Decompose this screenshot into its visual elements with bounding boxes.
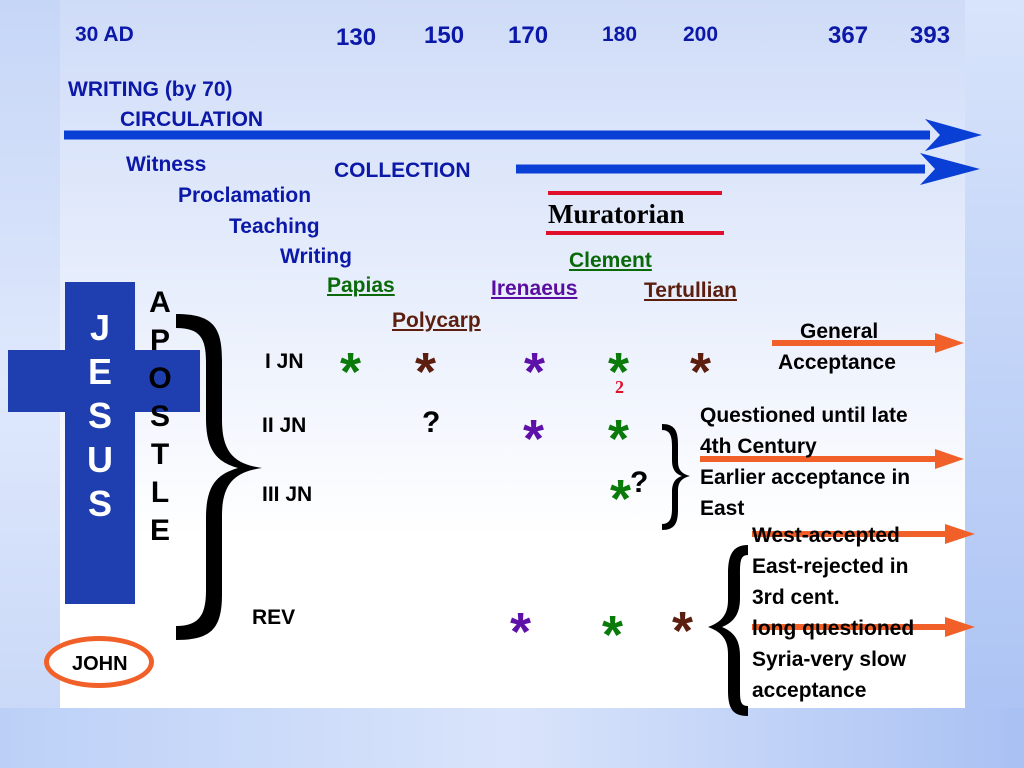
star-brown: * bbox=[415, 342, 437, 402]
star-green: * bbox=[610, 469, 632, 529]
year-367: 367 bbox=[828, 22, 869, 49]
john-label: JOHN bbox=[72, 653, 128, 675]
jesus-letter: E bbox=[87, 351, 112, 392]
apostle-letter: L bbox=[150, 476, 170, 509]
apostle-letter: O bbox=[148, 362, 172, 395]
apostle-letter: S bbox=[149, 400, 170, 433]
jesus-letter: J bbox=[89, 307, 111, 348]
proclamation-label: Proclamation bbox=[178, 184, 312, 207]
collection-arrow bbox=[516, 153, 980, 185]
papias-label: Papias bbox=[327, 274, 395, 297]
circulation-arrow bbox=[64, 119, 982, 151]
general-acceptance-note: General Acceptance bbox=[778, 316, 896, 378]
apostle-letter: P bbox=[149, 324, 170, 357]
note-line: acceptance bbox=[752, 679, 867, 702]
tertullian-label: Tertullian bbox=[644, 279, 737, 302]
star-brown: * bbox=[672, 601, 694, 661]
jesus-letter: U bbox=[87, 439, 113, 480]
note-line: 4th Century bbox=[700, 435, 817, 458]
note-line: Earlier acceptance in bbox=[700, 466, 911, 489]
jesus-vertical-text: J E S U S bbox=[65, 306, 135, 526]
year-200: 200 bbox=[683, 23, 719, 46]
apostle-letter: A bbox=[149, 286, 171, 319]
year-393: 393 bbox=[910, 22, 951, 49]
irenaeus-label: Irenaeus bbox=[491, 277, 578, 300]
book-iii-jn: III JN bbox=[262, 483, 313, 506]
footnote-two: 2 bbox=[615, 377, 624, 397]
jesus-letter: S bbox=[87, 483, 112, 524]
note-line: East-rejected in bbox=[752, 555, 909, 578]
star-purple: * bbox=[510, 602, 532, 662]
apostle-brace bbox=[176, 314, 262, 640]
star-green: * bbox=[602, 605, 624, 665]
note-line: 3rd cent. bbox=[752, 586, 840, 609]
book-i-jn: I JN bbox=[265, 350, 304, 373]
apostle-letter: E bbox=[149, 514, 170, 547]
note-line: Acceptance bbox=[778, 351, 896, 374]
year-170: 170 bbox=[508, 22, 549, 49]
witness-label: Witness bbox=[126, 153, 207, 176]
revelation-brace bbox=[708, 545, 748, 716]
question-mark: ? bbox=[630, 466, 649, 499]
writing-by-70-label: WRITING (by 70) bbox=[68, 78, 233, 101]
cross-vertical-bar bbox=[65, 282, 135, 604]
note-line: Syria-very slow bbox=[752, 648, 907, 671]
star-green: * bbox=[608, 409, 630, 469]
revelation-note: West-accepted East-rejected in 3rd cent.… bbox=[752, 520, 914, 706]
background-right-band bbox=[965, 0, 1024, 768]
questioned-arrow bbox=[700, 449, 964, 469]
note-line: West-accepted bbox=[752, 524, 900, 547]
note-line: Questioned until late bbox=[700, 404, 908, 427]
year-30-ad: 30 AD bbox=[75, 23, 134, 46]
muratorian-label: Muratorian bbox=[548, 199, 685, 229]
note-line: General bbox=[800, 320, 879, 343]
polycarp-label: Polycarp bbox=[392, 309, 481, 332]
year-150: 150 bbox=[424, 22, 465, 49]
collection-label: COLLECTION bbox=[334, 159, 471, 182]
jesus-letter: S bbox=[87, 395, 112, 436]
epistles-brace bbox=[662, 424, 690, 530]
star-purple: * bbox=[524, 342, 546, 402]
john-oval bbox=[44, 636, 154, 688]
questioned-note: Questioned until late 4th Century Earlie… bbox=[700, 400, 910, 524]
long-questioned-arrow bbox=[752, 617, 975, 637]
star-green: * bbox=[608, 342, 630, 402]
year-180: 180 bbox=[602, 23, 638, 46]
star-brown: * bbox=[690, 342, 712, 402]
clement-label: Clement bbox=[569, 249, 652, 272]
year-130: 130 bbox=[336, 24, 377, 51]
question-mark: ? bbox=[422, 406, 441, 439]
writing-label: Writing bbox=[280, 245, 352, 268]
note-line: long questioned bbox=[752, 617, 915, 640]
book-rev: REV bbox=[252, 606, 296, 629]
background-bottom-band bbox=[0, 708, 1024, 768]
muratorian-lines bbox=[546, 191, 724, 235]
book-ii-jn: II JN bbox=[262, 414, 307, 437]
west-accepted-arrow bbox=[752, 524, 975, 544]
cross-horizontal-bar bbox=[8, 350, 200, 412]
circulation-label: CIRCULATION bbox=[120, 108, 264, 131]
general-acceptance-arrow bbox=[772, 333, 964, 353]
apostle-letter: T bbox=[150, 438, 170, 471]
teaching-label: Teaching bbox=[229, 215, 320, 238]
star-green: * bbox=[340, 342, 362, 402]
star-purple: * bbox=[523, 409, 545, 469]
note-line: East bbox=[700, 497, 745, 520]
apostle-vertical-text: A P O S T L E bbox=[140, 284, 180, 550]
